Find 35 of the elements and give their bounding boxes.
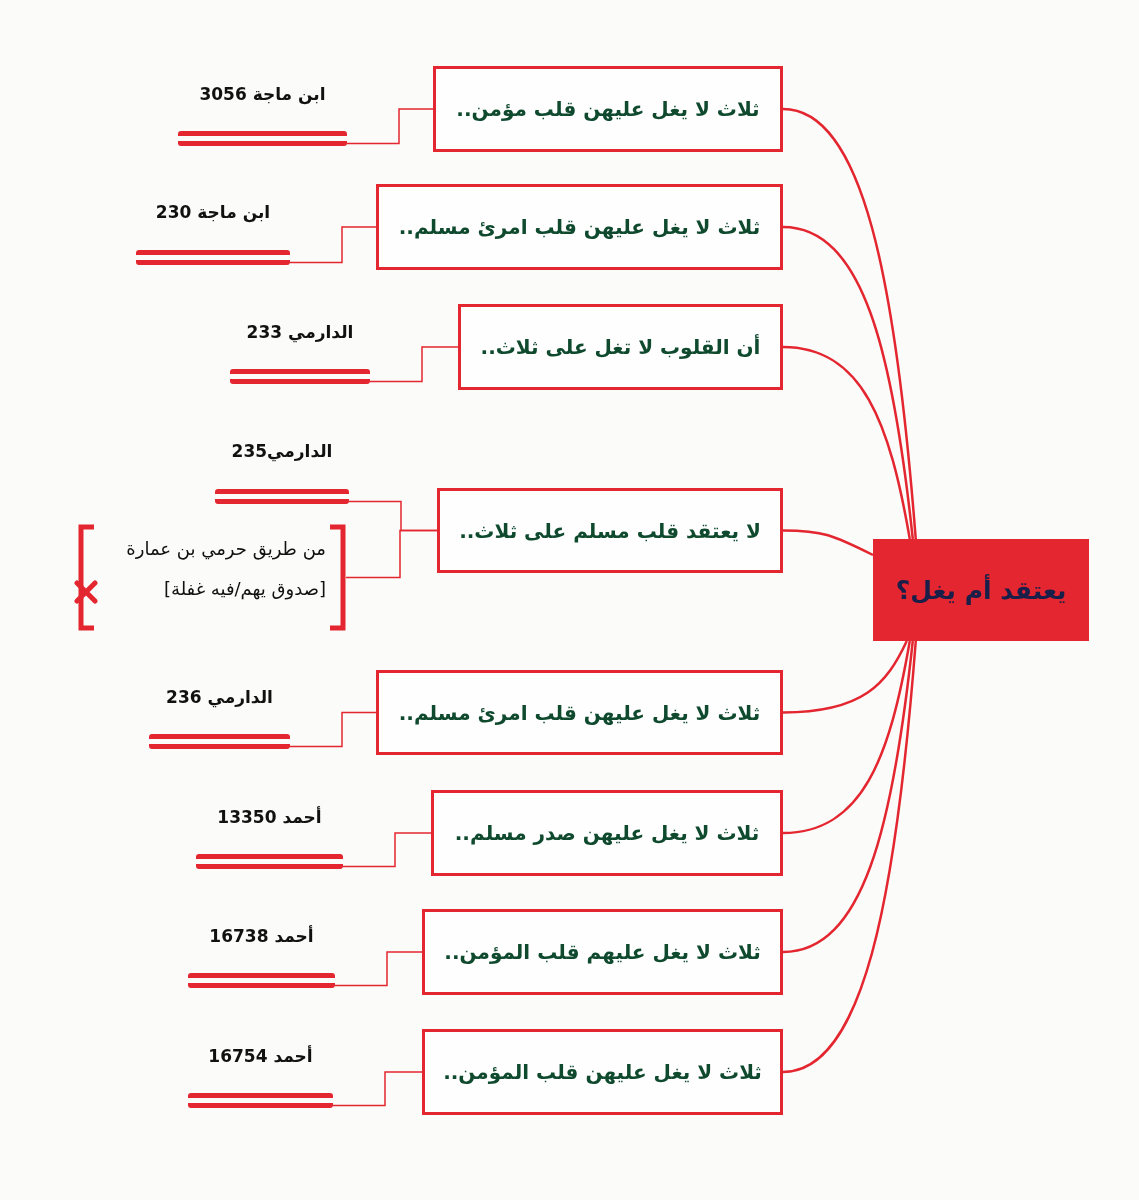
text-box: ثلاث لا يغل عليهن قلب امرئ مسلم.. xyxy=(376,670,783,755)
text-box: ثلاث لا يغل عليهن صدر مسلم.. xyxy=(431,790,783,876)
connector-line xyxy=(782,345,912,540)
connector-line xyxy=(782,640,915,954)
connector-line xyxy=(289,226,377,264)
text-box: ثلاث لا يغل عليهن قلب امرئ مسلم.. xyxy=(376,184,783,270)
connector-line xyxy=(783,529,874,557)
underlined-label: الدارمي 236 xyxy=(149,687,290,749)
connector-line xyxy=(782,640,918,1074)
underlined-label: ابن ماجة 230 xyxy=(136,202,290,265)
text-box: أن القلوب لا تغل على ثلاث.. xyxy=(458,304,783,390)
text-box: لا يعتقد قلب مسلم على ثلاث.. xyxy=(437,488,783,573)
connector-line xyxy=(782,225,915,540)
text-box: ثلاث لا يغل عليهن قلب مؤمن.. xyxy=(433,66,783,152)
connector-line xyxy=(334,951,423,987)
connector-line xyxy=(782,640,908,714)
connector-line xyxy=(342,832,432,868)
underlined-label: الدارمي235 xyxy=(215,441,349,504)
text-box: ثلاث لا يغل عليهن قلب المؤمن.. xyxy=(422,1029,783,1115)
underlined-label: أحمد 16738 xyxy=(188,926,335,988)
connector-line xyxy=(369,346,459,383)
connector-line xyxy=(289,711,377,748)
text-box: ثلاث لا يغل عليهم قلب المؤمن.. xyxy=(422,909,783,995)
note-text: من طريق حرمي بن عمارة xyxy=(126,538,326,559)
connector-line xyxy=(782,640,912,835)
connector-line xyxy=(346,108,434,145)
underlined-label: أحمد 13350 xyxy=(196,807,343,869)
connector-line xyxy=(332,1071,423,1107)
underlined-label: ابن ماجة 3056 xyxy=(178,84,347,146)
connector-line xyxy=(782,107,917,540)
underlined-label: أحمد 16754 xyxy=(188,1046,333,1108)
connector-line xyxy=(345,529,438,579)
underlined-label: الدارمي 233 xyxy=(230,322,370,384)
central-box: يعتقد أم يغل؟ xyxy=(873,539,1089,641)
verdict-text: [صدوق يهم/فيه غفلة] xyxy=(163,578,326,599)
